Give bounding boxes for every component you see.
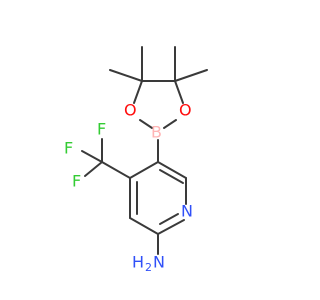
bond-methyl-4 — [174, 69, 208, 82]
bond-c2-c3 — [129, 217, 159, 235]
bond-n-c2 — [157, 219, 185, 235]
atom-oxygen-left: O — [124, 101, 137, 120]
atom-boron: B — [151, 123, 162, 142]
bond-cf3-f-left — [81, 150, 103, 163]
bond-methyl-2 — [109, 69, 143, 82]
bond-c5-c6 — [157, 161, 187, 179]
structure-svg: O O B F F F N H 2 N — [64, 46, 208, 274]
bond-c-o-right — [174, 80, 184, 104]
bond-o-b-left — [139, 119, 153, 129]
atom-fluorine-top: F — [97, 120, 106, 139]
bond-c4-c5 — [129, 161, 159, 179]
bond-c5-c6-double — [159, 169, 184, 184]
atom-amine-h: H — [132, 253, 144, 272]
bond-cf3-f-bottom — [84, 161, 103, 177]
atom-amine-subscript: 2 — [145, 261, 152, 274]
bond-n-c2-double — [159, 213, 179, 225]
molecule-diagram: O O B F F F N H 2 N — [64, 46, 208, 274]
bond-o-b-right — [163, 119, 177, 129]
bond-c4-cf3 — [101, 161, 131, 179]
atom-fluorine-left: F — [64, 139, 73, 158]
atom-fluorine-bottom: F — [72, 172, 81, 191]
atom-amine-n: N — [153, 253, 165, 272]
bond-c-o-left — [133, 80, 143, 104]
atom-nitrogen-ring: N — [181, 202, 193, 221]
atom-oxygen-right: O — [179, 101, 192, 120]
